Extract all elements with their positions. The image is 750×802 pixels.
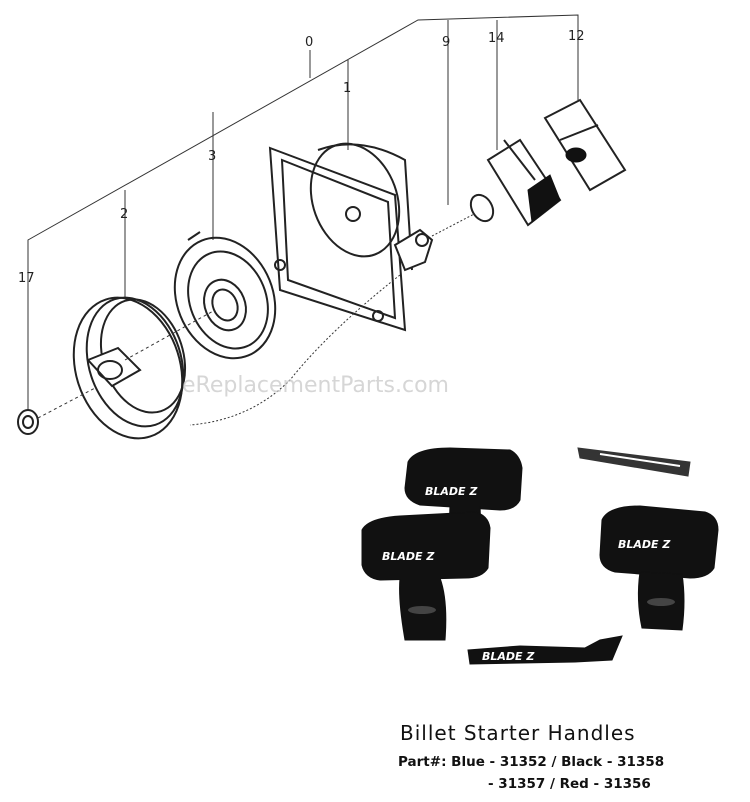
recoil-spring-case [173, 231, 277, 360]
handle-insert [486, 138, 562, 227]
caption-part-numbers-cont: - 31357 / Red - 31356 [488, 776, 651, 792]
svg-text:BLADE Z: BLADE Z [382, 550, 435, 563]
caption: Billet Starter Handles Part#: Blue - 313… [398, 721, 664, 792]
callout-2: 2 [120, 207, 128, 222]
handle-front-left: BLADE Z [361, 511, 491, 641]
svg-text:BLADE Z: BLADE Z [425, 485, 478, 498]
callout-3: 3 [208, 149, 216, 164]
handle-right: BLADE Z [599, 505, 719, 631]
billet-handles-illustration: BLADE Z BLADE Z BLADE Z BLADE Z [361, 447, 719, 665]
rope-reel [72, 296, 216, 440]
callout-17: 17 [18, 271, 35, 286]
starter-housing [268, 142, 434, 332]
starter-handle [543, 98, 627, 192]
callout-14: 14 [488, 31, 505, 46]
rope-bushing [469, 193, 495, 223]
svg-text:BLADE Z: BLADE Z [482, 650, 535, 663]
blade-z-logo: BLADE Z [467, 635, 623, 665]
callout-9: 9 [442, 35, 450, 50]
callout-1: 1 [343, 81, 351, 96]
caption-title: Billet Starter Handles [400, 721, 636, 745]
svg-text:BLADE Z: BLADE Z [618, 538, 671, 551]
starter-rope [189, 211, 479, 426]
caption-part-numbers: Part#: Blue - 31352 / Black - 31358 [398, 754, 664, 770]
watermark-text: eReplacementParts.com [182, 373, 449, 398]
callout-12: 12 [568, 29, 585, 44]
callout-labels: 0 9 14 12 1 3 2 17 [18, 29, 585, 286]
callout-0: 0 [305, 35, 313, 50]
leader-lines [27, 14, 579, 410]
center-bolt [17, 387, 96, 435]
